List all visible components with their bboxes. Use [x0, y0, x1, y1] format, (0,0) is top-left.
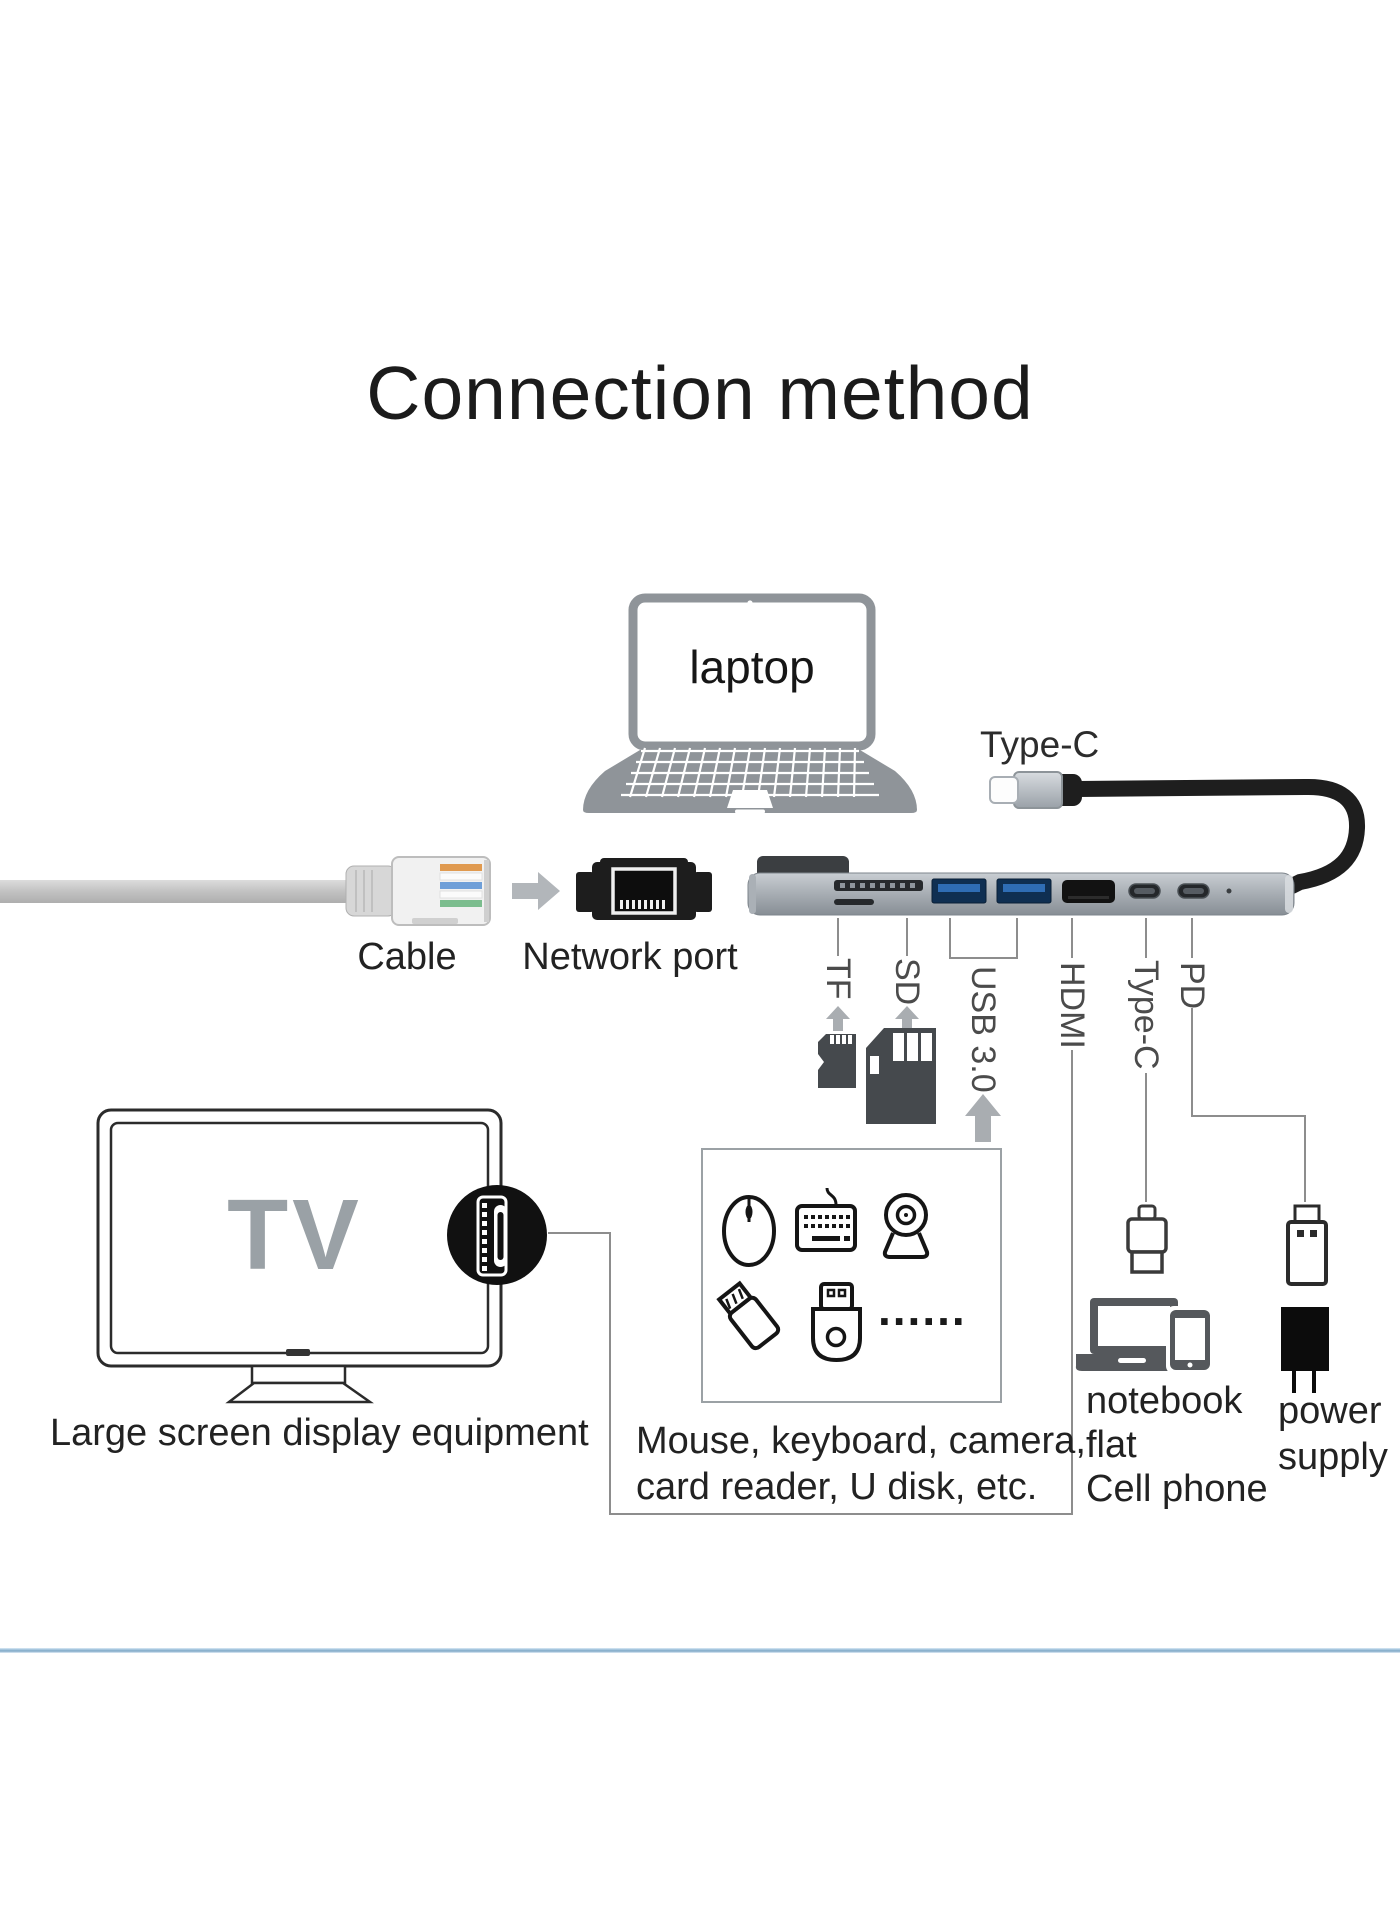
port-label-pd: PD	[1173, 962, 1211, 1010]
ellipsis-dots: ......	[878, 1283, 967, 1335]
typec-target-line1: notebook	[1086, 1380, 1243, 1422]
hdmi-plug-badge	[447, 1185, 547, 1285]
typec-plug-tip-icon	[989, 776, 1019, 804]
usb-flash-drive-icon	[716, 1280, 781, 1351]
peripherals-caption-line2: card reader, U disk, etc.	[636, 1466, 1038, 1508]
laptop-icon	[583, 593, 917, 814]
webcam-icon	[882, 1193, 930, 1259]
port-label-sd: SD	[888, 958, 926, 1006]
tv-icon	[96, 1108, 503, 1404]
usb3-port-icon	[996, 878, 1052, 904]
typec-target-line3: Cell phone	[1086, 1468, 1268, 1510]
mouse-icon	[722, 1195, 776, 1267]
peripheral-icons	[716, 1187, 930, 1363]
memory-cards	[818, 1028, 936, 1124]
up-arrow-icon	[826, 1006, 1001, 1142]
page-title: Connection method	[366, 351, 1034, 435]
keyboard-keys	[621, 747, 879, 798]
cable-label: Cable	[357, 936, 457, 978]
usb-a-connector-icon	[1286, 1204, 1328, 1286]
port-label-usb30: USB 3.0	[964, 966, 1002, 1093]
tf-card-icon	[818, 1034, 856, 1088]
webcam-dot-icon	[747, 600, 753, 606]
touchpad	[727, 790, 773, 808]
ethernet-row	[0, 856, 712, 926]
tv-screen-label: TV	[227, 1179, 363, 1291]
network-port-label: Network port	[522, 936, 738, 978]
keyboard-icon	[795, 1187, 857, 1252]
usb3-port-icon	[931, 878, 987, 904]
pd-target-line1: power	[1278, 1390, 1382, 1432]
notebook-phone-icon	[1075, 1298, 1214, 1374]
tv-stand-base	[225, 1381, 374, 1404]
typec-cable-label: Type-C	[980, 724, 1100, 765]
typec-cable	[1070, 778, 1365, 894]
port-label-typec: Type-C	[1127, 960, 1165, 1070]
laptop-screen-label: laptop	[689, 641, 815, 693]
port-label-hdmi: HDMI	[1053, 962, 1091, 1049]
sd-card-icon	[866, 1028, 936, 1124]
u-disk-icon	[811, 1282, 862, 1363]
pd-target-icons	[1281, 1204, 1329, 1393]
typec-port-icon	[1177, 883, 1210, 899]
typec-target-line2: flat	[1086, 1424, 1137, 1466]
typec-plug-shell-icon	[1013, 771, 1063, 809]
typec-connector-icon	[1126, 1204, 1168, 1274]
tv-stand-neck	[250, 1364, 347, 1385]
power-plug-icon	[1281, 1307, 1329, 1393]
led-dot-icon	[1226, 888, 1232, 894]
port-label-tf: TF	[819, 958, 857, 1000]
typec-target-icons	[1075, 1204, 1214, 1374]
ethernet-cable	[0, 880, 362, 903]
usb-c-hub	[747, 771, 1365, 916]
tv-caption: Large screen display equipment	[50, 1412, 589, 1454]
sd-slot-icon	[834, 880, 923, 891]
peripherals-box	[701, 1148, 1002, 1403]
tf-slot-icon	[834, 899, 874, 905]
bottom-accent-line	[0, 1648, 1400, 1653]
hdmi-plug-icon	[476, 1195, 508, 1277]
typec-port-icon	[1128, 883, 1161, 899]
pd-target-line2: supply	[1278, 1436, 1388, 1478]
right-arrow-icon	[512, 872, 560, 910]
peripherals-caption-line1: Mouse, keyboard, camera,	[636, 1420, 1086, 1462]
rj45-connector-icon	[345, 856, 491, 926]
network-port-icon	[576, 858, 712, 920]
hdmi-port-icon	[1062, 880, 1115, 903]
